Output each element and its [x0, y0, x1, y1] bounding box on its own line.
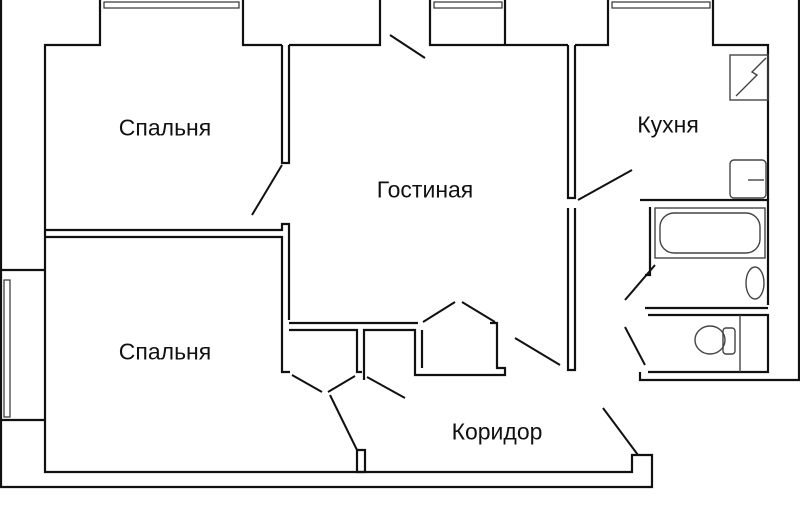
window-kitchen — [611, 1, 711, 9]
room-label-corridor: Коридор — [451, 418, 543, 445]
room-label-bedroom-2: Спальня — [118, 338, 212, 365]
window-living-room — [433, 1, 503, 9]
bathroom-sink-icon — [745, 266, 765, 300]
sink-icon — [729, 159, 767, 199]
windows — [3, 1, 711, 418]
room-label-bedroom-1: Спальня — [118, 114, 212, 141]
toilet-icon — [694, 315, 741, 372]
stove-icon — [729, 54, 769, 101]
fixtures — [654, 54, 769, 372]
room-label-living-room: Гостиная — [376, 176, 474, 203]
window-bedroom-2 — [3, 279, 11, 418]
window-bedroom-1 — [103, 1, 240, 9]
room-label-kitchen: Кухня — [637, 111, 699, 138]
interior-walls — [45, 45, 770, 474]
door-swings — [251, 34, 656, 456]
bathtub-icon — [654, 207, 766, 259]
outer-walls — [0, 0, 800, 489]
